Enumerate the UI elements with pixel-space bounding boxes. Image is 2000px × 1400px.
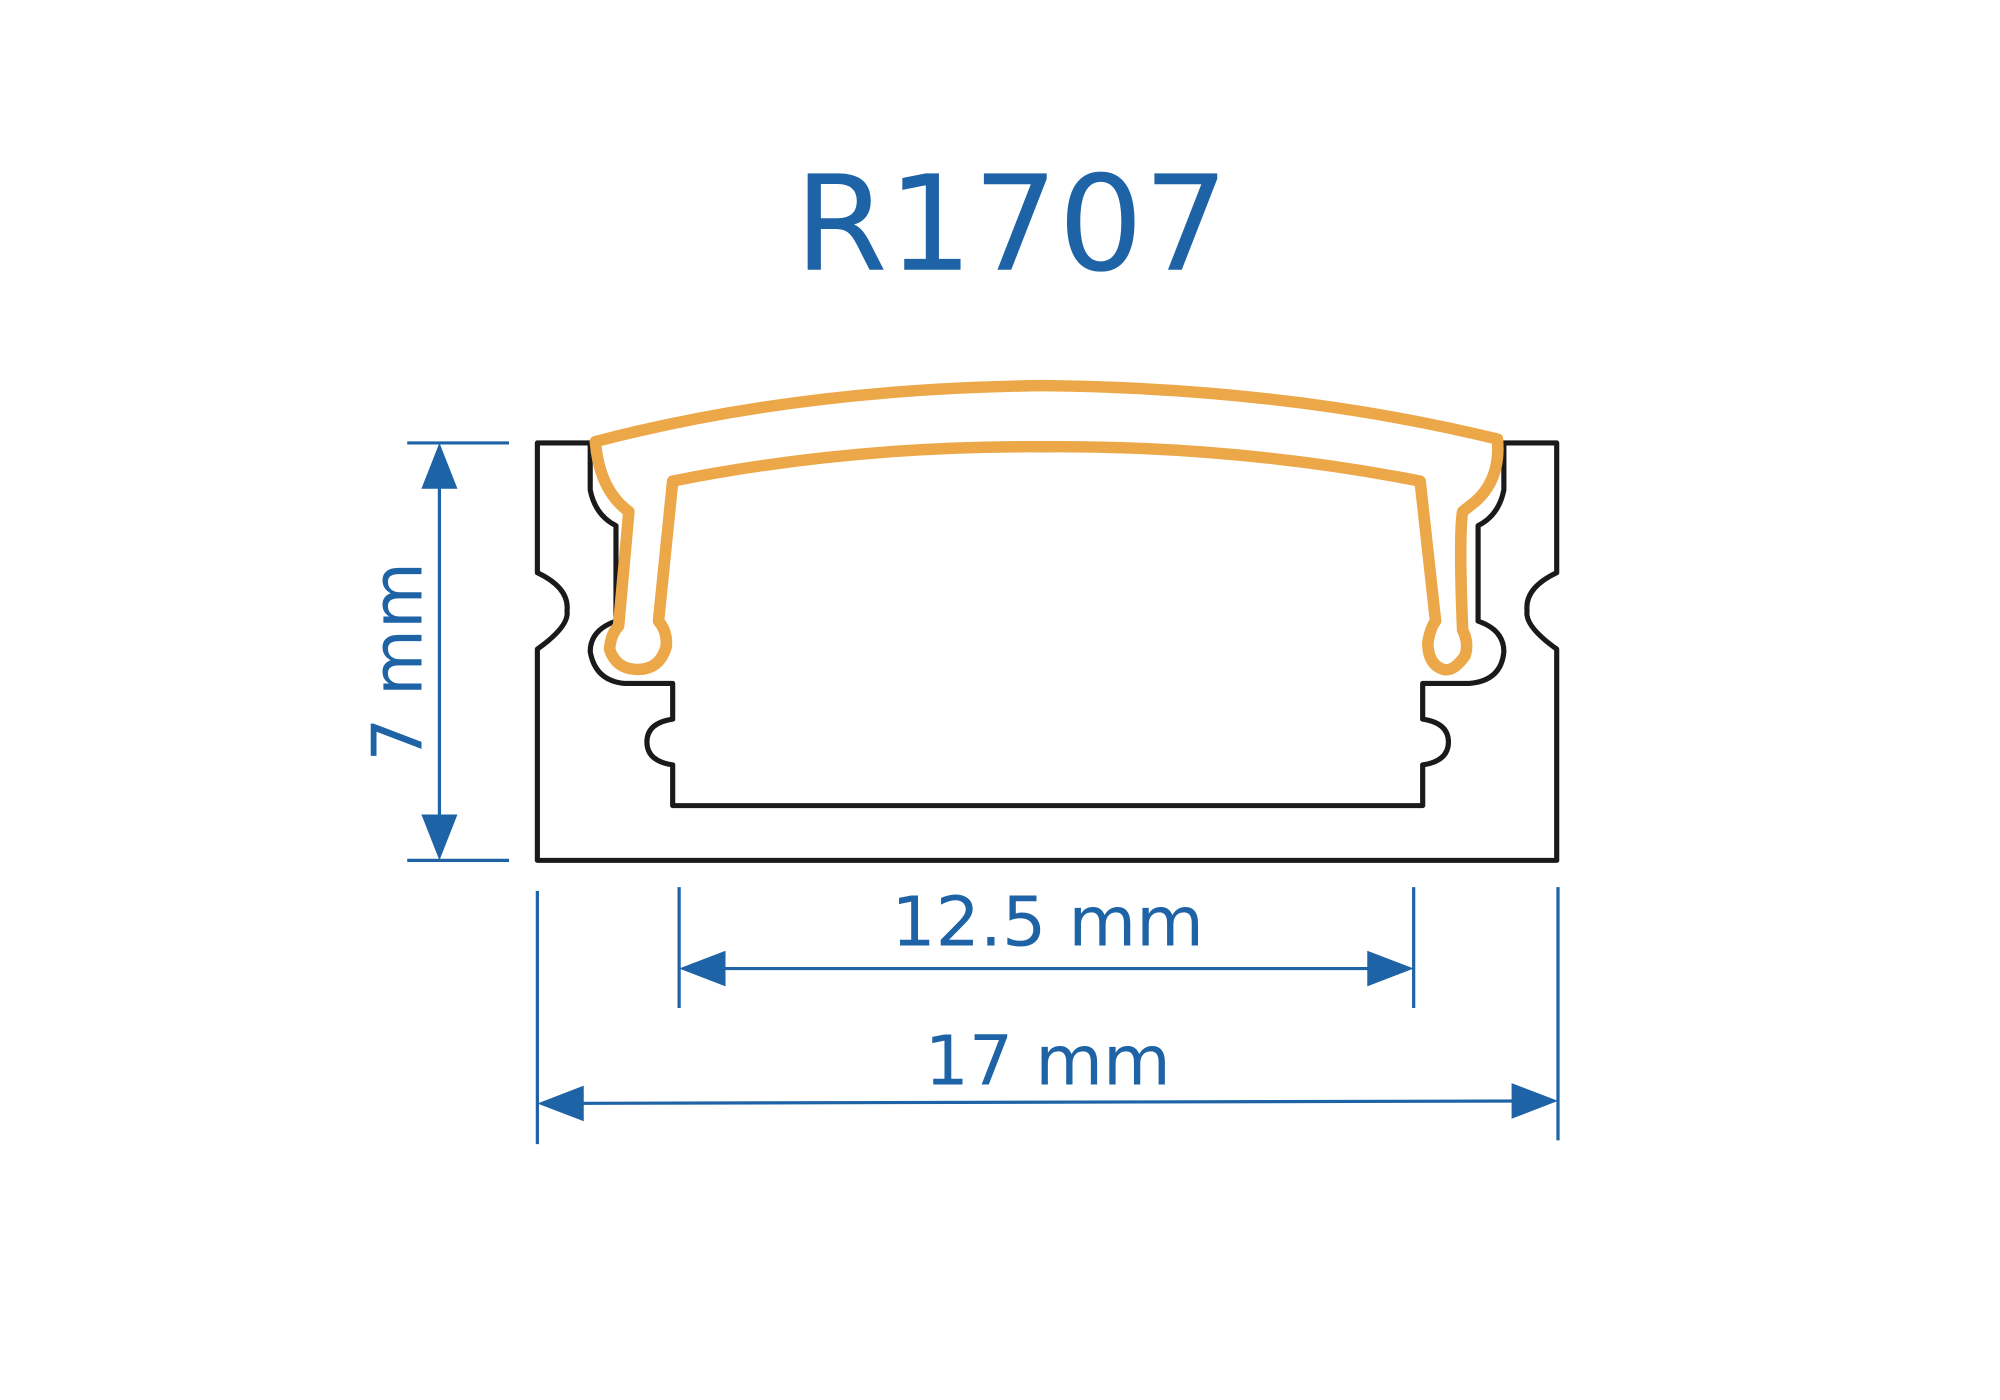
inner-width-dimension: 12.5 mm <box>677 883 1416 1008</box>
arrow-down-icon <box>421 814 458 861</box>
product-title: R1707 <box>795 148 1229 302</box>
inner-width-label: 12.5 mm <box>891 883 1204 963</box>
outer-width-label: 17 mm <box>925 1022 1171 1102</box>
diffuser-cover <box>589 379 1504 676</box>
outer-width-dimension: 17 mm <box>535 887 1560 1145</box>
arrow-right-icon <box>1367 950 1414 987</box>
aluminium-profile-outline <box>534 440 1560 863</box>
height-dimension: 7 mm <box>358 441 510 862</box>
height-label: 7 mm <box>358 562 438 761</box>
arrow-left-icon <box>679 950 726 987</box>
arrow-left-icon <box>537 1085 584 1122</box>
arrow-up-icon <box>421 442 458 489</box>
arrow-right-icon <box>1511 1083 1558 1119</box>
